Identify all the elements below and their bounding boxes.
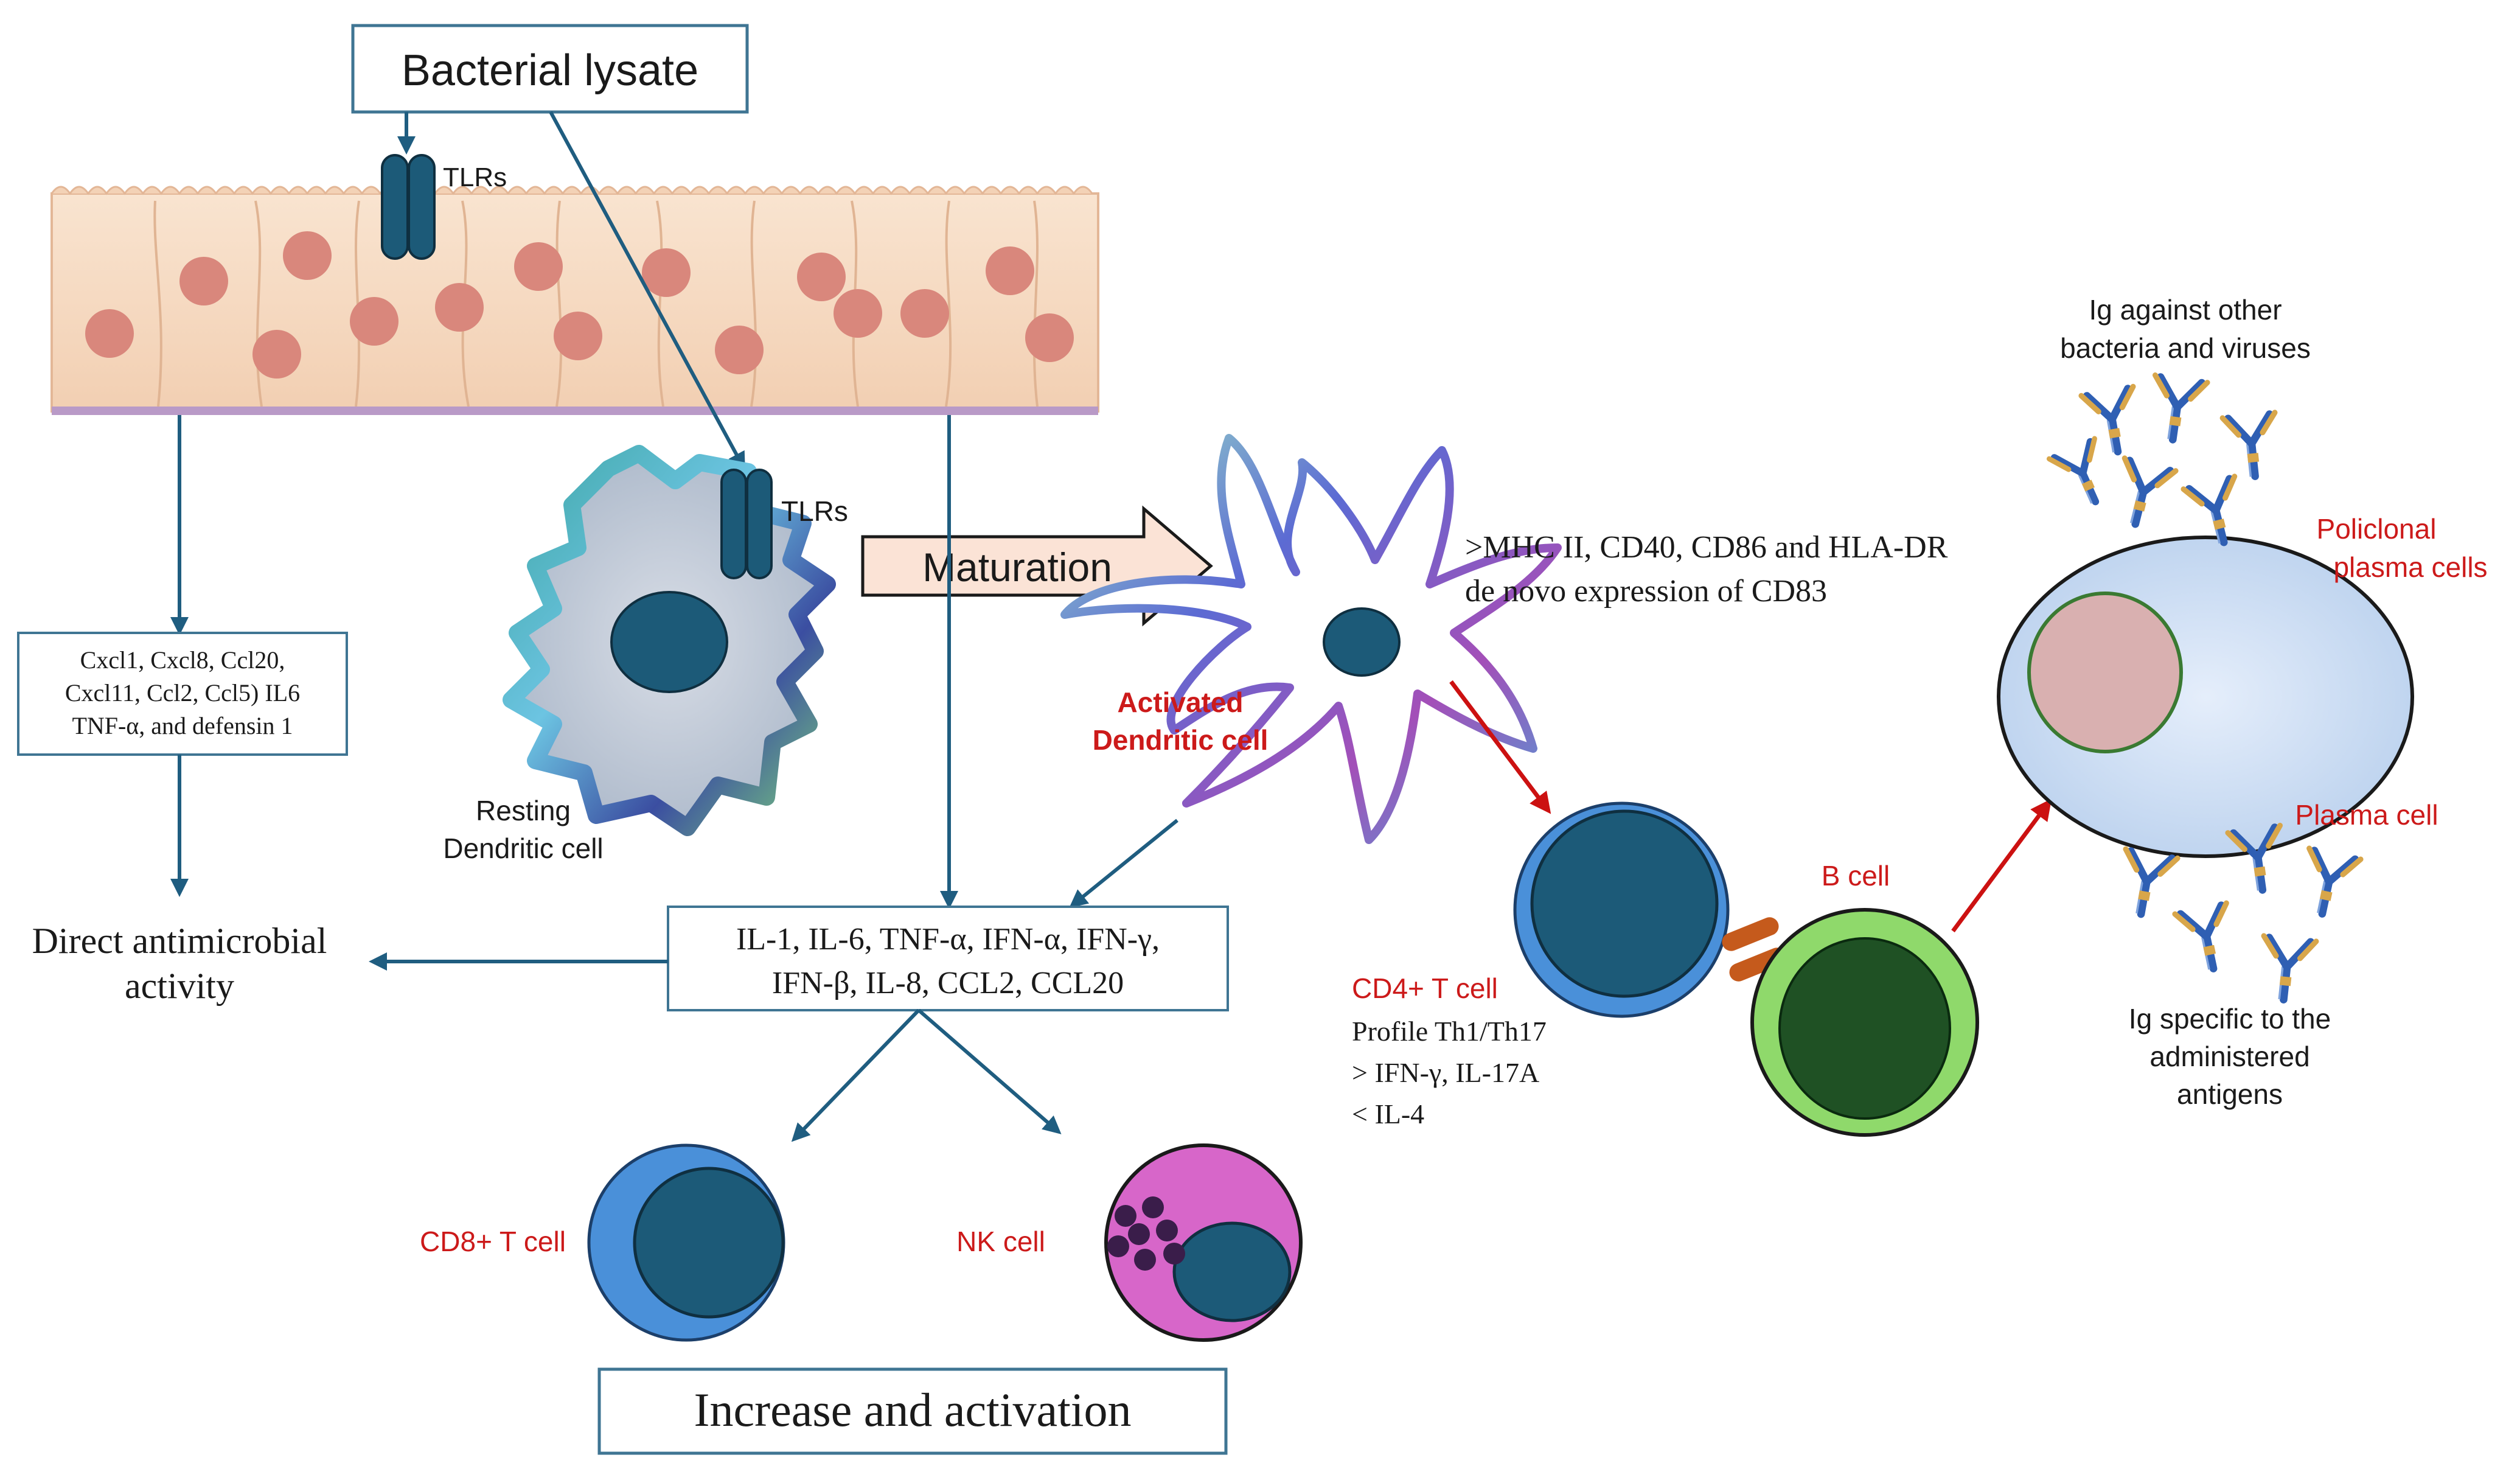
arrow-cytokines-to-cd8: [791, 1008, 921, 1142]
arrow-cytokines-to-nk: [917, 1008, 1062, 1134]
plasma-nucleus: [2027, 592, 2183, 753]
tlrs-epithelium-label: TLRs: [443, 162, 507, 192]
microvilli: [50, 186, 1093, 195]
arrow-bcell-to-plasma: [1951, 798, 2052, 933]
cytokines-line-2: IFN-β, IL-8, CCL2, CCL20: [772, 966, 1124, 1000]
epi-chemokines-line-2: Cxcl11, Ccl2, Ccl5) IL6: [65, 679, 300, 707]
epithelial-nuclei: [85, 231, 1074, 379]
svg-text:Increase and activation: Increase and activation: [694, 1383, 1132, 1436]
cd4-nucleus: [1530, 809, 1719, 998]
arrow-dc-to-cytokines: [1069, 819, 1178, 908]
nk-cell: NK cell: [956, 1143, 1303, 1342]
svg-text:de novo expression of CD83: de novo expression of CD83: [1465, 574, 1827, 609]
activated-dc-label-2: Dendritic cell: [1093, 724, 1269, 756]
b-cell-label: B cell: [1822, 860, 1890, 892]
resting-dc-label-2: Dendritic cell: [443, 832, 603, 864]
plasma-cell: Policlonal plasma cells Plasma cell: [1997, 513, 2488, 858]
antibodies-other: [2049, 375, 2281, 549]
direct-antimicrobial-label: Direct antimicrobial activity: [32, 921, 327, 1006]
cd4-label-block: CD4+ T cell Profile Th1/Th17 > IFN-γ, IL…: [1352, 972, 1547, 1129]
b-cell-nucleus: [1778, 937, 1951, 1120]
arrow-dc-to-cd4: [1449, 680, 1551, 814]
cytokines-line-1: IL-1, IL-6, TNF-α, IFN-α, IFN-γ,: [736, 922, 1160, 957]
policlonal-label-1: Policlonal: [2317, 513, 2437, 545]
tlrs-dc-label: TLRs: [781, 495, 848, 527]
nk-granules: [1107, 1196, 1185, 1271]
b-cell: B cell: [1750, 860, 1979, 1137]
svg-text:>MHC II, CD40, CD86 and HLA-DR: >MHC II, CD40, CD86 and HLA-DR: [1465, 530, 1948, 565]
resting-dendritic-cell: TLRs Resting Dendritic cell: [443, 445, 848, 864]
plasma-cell-label: Plasma cell: [2295, 799, 2438, 831]
epithelial-chemokine-box: Cxcl1, Cxcl8, Ccl20, Cxcl11, Ccl2, Ccl5)…: [17, 632, 348, 756]
svg-text:activity: activity: [125, 966, 234, 1006]
increase-activation-box: Increase and activation: [597, 1367, 1228, 1455]
bacterial-lysate-label: Bacterial lysate: [402, 46, 698, 95]
dc-markers-label: >MHC II, CD40, CD86 and HLA-DR de novo e…: [1465, 530, 1948, 609]
policlonal-label-2: plasma cells: [2333, 551, 2487, 583]
svg-text:Direct antimicrobial: Direct antimicrobial: [32, 921, 327, 961]
ig-other-label: Ig against other bacteria and viruses: [2060, 294, 2311, 364]
epithelial-cell-borders: [153, 200, 1039, 407]
ig-specific-label: Ig specific to the administered antigens: [2129, 1003, 2331, 1110]
svg-text:bacteria and viruses: bacteria and viruses: [2060, 332, 2311, 364]
svg-text:administered: administered: [2149, 1041, 2309, 1072]
epi-chemokines-line-1: Cxcl1, Cxcl8, Ccl20,: [80, 646, 285, 674]
nk-label: NK cell: [956, 1226, 1045, 1257]
arrow-lysate-to-dc: [549, 111, 745, 471]
cd8-t-cell: CD8+ T cell: [420, 1143, 785, 1342]
svg-text:> IFN-γ, IL-17A: > IFN-γ, IL-17A: [1352, 1057, 1539, 1088]
svg-text:< IL-4: < IL-4: [1352, 1098, 1424, 1129]
svg-text:Ig against other: Ig against other: [2089, 294, 2282, 326]
dc-tlr-right: [746, 469, 773, 579]
nk-nucleus: [1172, 1221, 1292, 1322]
resting-dc-nucleus: [610, 591, 728, 693]
cd8-nucleus: [633, 1167, 785, 1319]
svg-text:Profile Th1/Th17: Profile Th1/Th17: [1352, 1016, 1547, 1047]
epithelium: [50, 186, 1099, 415]
cd4-label: CD4+ T cell: [1352, 972, 1498, 1004]
svg-text:antigens: antigens: [2177, 1078, 2283, 1110]
activated-dc-nucleus: [1323, 607, 1401, 677]
dc-tlr-left: [720, 469, 747, 579]
activated-dc-label-1: Activated: [1117, 686, 1243, 718]
activated-dendritic-cell: Activated Dendritic cell: [1060, 434, 1562, 844]
cd4-t-cell: [1513, 801, 1730, 1018]
bacterial-lysate-box: Bacterial lysate: [351, 24, 749, 114]
epi-chemokines-line-3: TNF-α, and defensin 1: [72, 712, 293, 739]
cytokine-box: IL-1, IL-6, TNF-α, IFN-α, IFN-γ, IFN-β, …: [667, 906, 1229, 1011]
epithelial-tlrs: TLRs: [381, 154, 507, 260]
resting-dc-label-1: Resting: [476, 795, 571, 826]
maturation-label: Maturation: [922, 545, 1112, 590]
svg-text:Ig specific to the: Ig specific to the: [2129, 1003, 2331, 1035]
cd8-label: CD8+ T cell: [420, 1226, 566, 1257]
